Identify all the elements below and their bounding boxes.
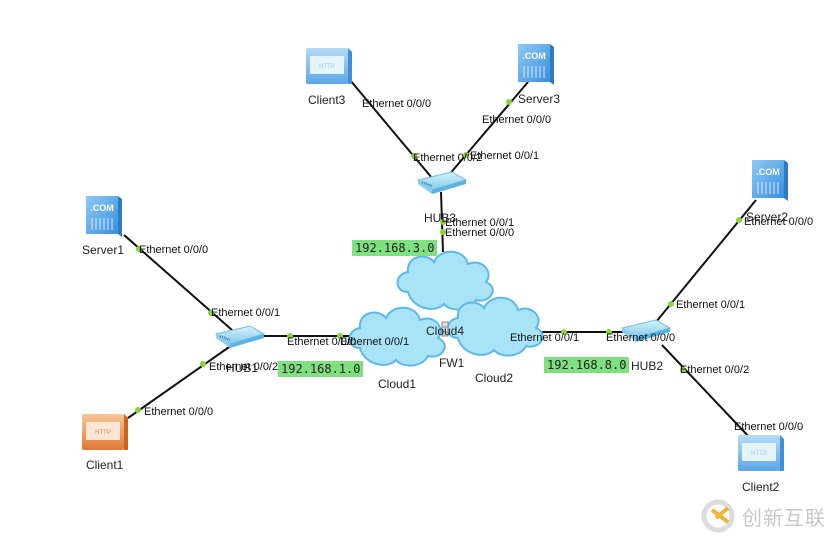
port-label-client2: Ethernet 0/0/0: [734, 421, 804, 433]
network-label-3: 192.168.3.0: [352, 240, 438, 256]
client3-icon[interactable]: HTTP: [306, 48, 352, 84]
port-label-hub1-p1: Ethernet 0/0/1: [211, 307, 281, 319]
client1-icon[interactable]: HTTP: [82, 414, 128, 450]
port-label-cloud1-p1: Ethernet 0/0/1: [340, 336, 410, 348]
port-label-server1: Ethernet 0/0/0: [139, 244, 209, 256]
fw1-label: FW1: [439, 356, 465, 370]
client3-label: Client3: [308, 93, 346, 107]
port-dot: [411, 153, 417, 159]
port-label-hub3-p1: Ethernet 0/0/1: [470, 150, 540, 162]
port-label-hub3-p1b: Ethernet 0/0/1: [445, 217, 515, 229]
server1-label: Server1: [82, 243, 125, 257]
svg-text:HTTP: HTTP: [319, 64, 335, 70]
svg-text:HTTP: HTTP: [751, 451, 767, 457]
port-label-server3: Ethernet 0/0/0: [482, 114, 552, 126]
port-label-hub1-p2: Ethernet 0/0/2: [209, 361, 279, 373]
port-label-client3: Ethernet 0/0/0: [362, 98, 432, 110]
watermark-logo-icon: [701, 499, 735, 533]
hub2-icon[interactable]: [620, 319, 672, 342]
server1-icon[interactable]: .COM: [86, 196, 122, 237]
watermark-text: 创新互联: [742, 508, 826, 530]
client1-label: Client1: [86, 458, 124, 472]
port-dot: [136, 246, 142, 252]
port-dot: [506, 99, 512, 105]
svg-text:.COM: .COM: [90, 203, 114, 213]
port-dot: [668, 301, 674, 307]
server3-label: Server3: [518, 92, 561, 106]
hub3-label: HUB3: [424, 211, 457, 225]
port-dot: [736, 217, 742, 223]
port-label-cloud4-p0: Ethernet 0/0/0: [445, 227, 515, 239]
client2-icon[interactable]: HTTP: [738, 435, 784, 471]
port-dot: [200, 361, 206, 367]
client2-label: Client2: [742, 480, 780, 494]
port-dot: [440, 229, 446, 235]
server3-icon[interactable]: .COM: [518, 44, 554, 85]
cloud2-label: Cloud2: [475, 371, 514, 385]
link-client1-hub1: [127, 344, 233, 419]
hub1-icon[interactable]: [214, 325, 266, 348]
port-dot: [135, 407, 141, 413]
port-dot: [287, 333, 293, 339]
hub1-label: HUB1: [226, 361, 259, 375]
svg-text:HTTP: HTTP: [95, 430, 111, 436]
port-label-hub1-p0: Ethernet 0/0/0: [287, 336, 357, 348]
port-dot: [463, 152, 469, 158]
port-dot: [606, 329, 612, 335]
hub3-icon[interactable]: [416, 171, 468, 194]
port-dots: [135, 99, 742, 413]
cloud4-label: Cloud4: [426, 324, 465, 338]
port-dot: [208, 310, 214, 316]
port-label-hub3-p2: Ethernet 0/0/2: [413, 152, 483, 164]
svg-text:.COM: .COM: [756, 167, 780, 177]
hub2-label: HUB2: [631, 359, 664, 373]
port-dot: [561, 329, 567, 335]
cloud4-icon[interactable]: [396, 250, 494, 311]
links: [123, 79, 757, 441]
port-label-cloud2-p1: Ethernet 0/0/1: [510, 332, 580, 344]
server2-icon[interactable]: .COM: [752, 160, 788, 201]
port-label-client1: Ethernet 0/0/0: [144, 406, 214, 418]
port-dot: [440, 219, 446, 225]
port-dot: [337, 333, 343, 339]
network-label-8: 192.168.8.0: [544, 357, 630, 373]
cloud1-label: Cloud1: [378, 377, 417, 391]
link-client3-hub3: [349, 79, 433, 179]
port-label-hub2-p0: Ethernet 0/0/0: [606, 332, 676, 344]
server2-label: Server2: [746, 210, 789, 224]
network-label-1: 192.168.1.0: [278, 361, 364, 377]
firewall-icon[interactable]: [441, 321, 449, 337]
port-label-hub2-p1: Ethernet 0/0/1: [676, 299, 746, 311]
port-dot: [680, 367, 686, 373]
link-server1-hub1: [123, 234, 233, 331]
link-hub2-client2: [661, 344, 753, 441]
port-label-server2: Ethernet 0/0/0: [744, 216, 814, 228]
svg-text:.COM: .COM: [522, 51, 546, 61]
port-label-hub2-p2: Ethernet 0/0/2: [680, 364, 750, 376]
link-server3-hub3: [447, 81, 529, 177]
